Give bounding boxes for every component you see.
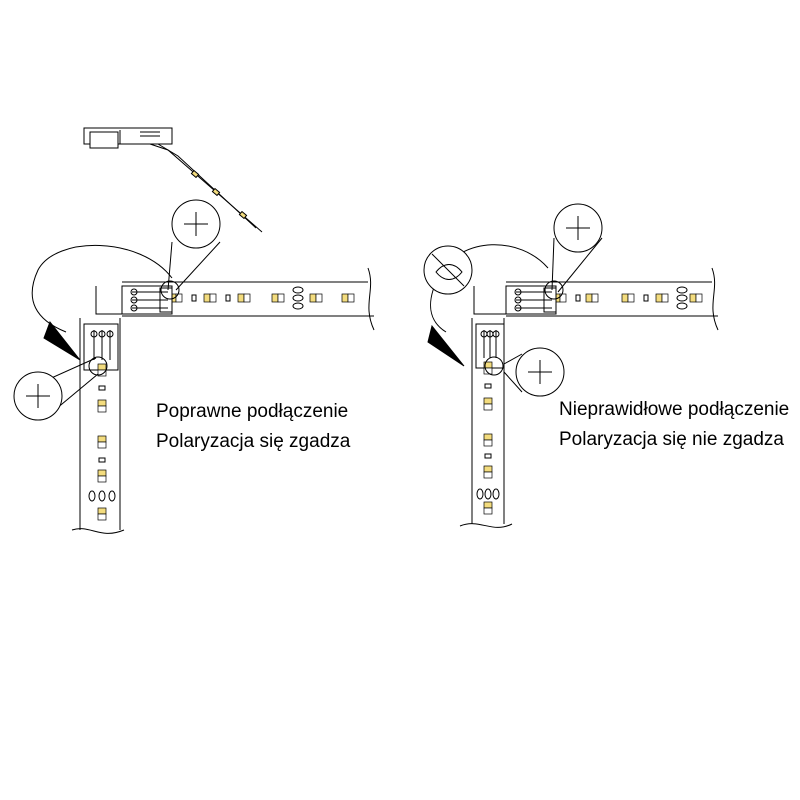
corner-connector: [473, 285, 557, 315]
connect-arrow: [31, 245, 173, 361]
prohibited-icon: [423, 245, 473, 295]
horizontal-led-strip: [506, 267, 719, 331]
plus-in-circle-icon: [484, 347, 565, 397]
plus-in-circle-icon: [160, 199, 221, 300]
right-panel: [423, 203, 719, 528]
vertical-led-strip: [71, 318, 125, 534]
left-caption-line1: Poprawne podłączenie: [156, 401, 349, 422]
left-caption-line2: Polaryzacja się zgadza: [156, 431, 351, 452]
right-caption-line2: Polaryzacja się nie zgadza: [559, 429, 784, 450]
vertical-led-strip: [459, 318, 513, 528]
plus-in-circle-icon: [544, 203, 603, 300]
left-caption: Poprawne podłączenie Polaryzacja się zga…: [156, 397, 350, 457]
plus-in-circle-icon: [13, 356, 108, 421]
horizontal-led-strip: [122, 267, 375, 331]
corner-connector: [95, 285, 173, 315]
left-panel: [13, 127, 375, 534]
right-caption: Nieprawidłowe podłączenie Polaryzacja si…: [559, 395, 789, 455]
right-caption-line1: Nieprawidłowe podłączenie: [559, 399, 790, 420]
connector-illustration: [83, 127, 263, 233]
